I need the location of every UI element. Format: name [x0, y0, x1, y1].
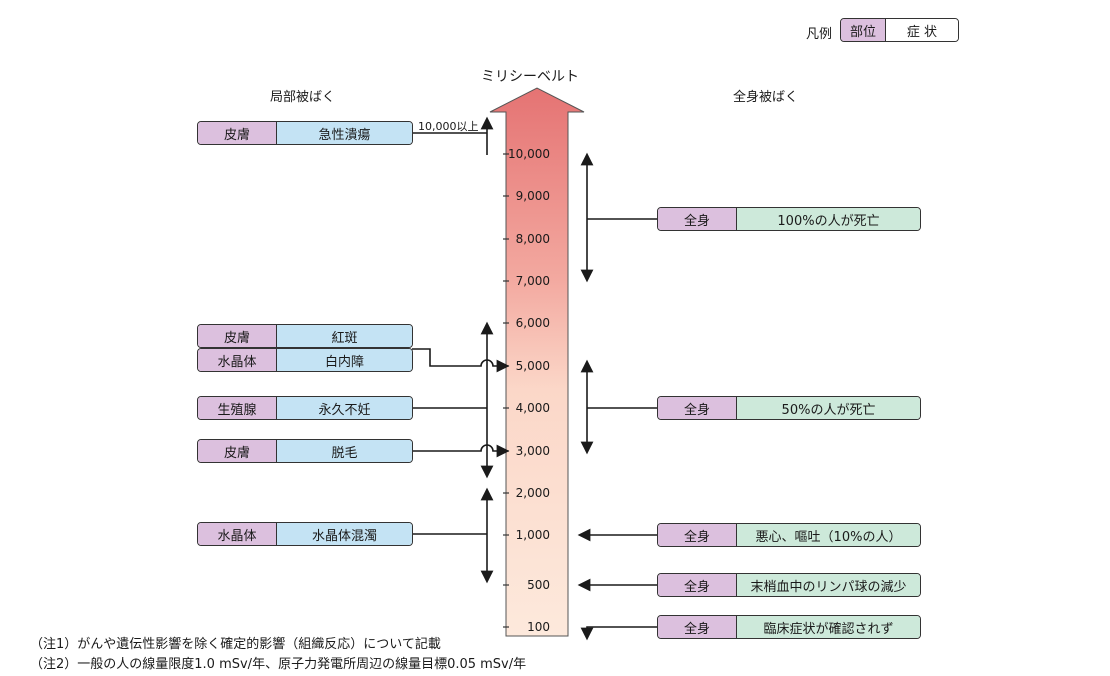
- symptom-label: 白内障: [277, 349, 412, 371]
- left-box-ulcer: 皮膚 急性潰瘍: [197, 121, 413, 145]
- symptom-label: 永久不妊: [277, 397, 412, 419]
- legend-part: 部位: [841, 19, 886, 41]
- right-header: 全身被ばく: [733, 90, 799, 105]
- part-label: 水晶体: [198, 349, 277, 371]
- connector-cataract: [412, 348, 510, 373]
- right-box-nausea: 全身 悪心、嘔吐（10%の人）: [657, 523, 921, 547]
- right-box-nosymptom: 全身 臨床症状が確認されず: [657, 615, 921, 639]
- tick-label: 4,000: [515, 401, 550, 415]
- tick-label: 500: [527, 578, 550, 592]
- part-label: 全身: [658, 524, 737, 546]
- symptom-label: 悪心、嘔吐（10%の人）: [737, 524, 920, 546]
- part-label: 皮膚: [198, 122, 277, 144]
- legend-symptom: 症 状: [886, 19, 958, 41]
- tick-label: 7,000: [515, 274, 550, 288]
- legend-box: 部位 症 状: [840, 18, 959, 42]
- symptom-label: 脱毛: [277, 440, 412, 462]
- left-box-sterility: 生殖腺 永久不妊: [197, 396, 413, 420]
- tick-label: 6,000: [515, 316, 550, 330]
- tick-label: 1,000: [515, 528, 550, 542]
- part-label: 全身: [658, 208, 737, 230]
- part-label: 水晶体: [198, 523, 277, 545]
- tick-label: 2,000: [515, 486, 550, 500]
- axis-title: ミリシーベルト: [481, 69, 579, 85]
- symptom-label: 末梢血中のリンパ球の減少: [737, 574, 920, 596]
- part-label: 皮膚: [198, 440, 277, 462]
- symptom-label: 100%の人が死亡: [737, 208, 920, 230]
- left-box-erythema: 皮膚 紅斑: [197, 324, 413, 348]
- part-label: 全身: [658, 574, 737, 596]
- scale-arrow: [489, 87, 585, 637]
- left-box-cataract: 水晶体 白内障: [197, 348, 413, 372]
- symptom-label: 臨床症状が確認されず: [737, 616, 920, 638]
- top-marker-label: 10,000以上: [418, 120, 479, 133]
- part-label: 全身: [658, 397, 737, 419]
- note-1: （注1）がんや遺伝性影響を除く確定的影響（組織反応）について記載: [30, 637, 441, 652]
- connector-hairloss: [412, 444, 510, 458]
- left-box-opacity: 水晶体 水晶体混濁: [197, 522, 413, 546]
- symptom-label: 紅斑: [277, 325, 412, 347]
- right-box-death50: 全身 50%の人が死亡: [657, 396, 921, 420]
- tick-label: 8,000: [515, 232, 550, 246]
- tick-label: 100: [527, 620, 550, 634]
- tick-label: 9,000: [515, 189, 550, 203]
- symptom-label: 50%の人が死亡: [737, 397, 920, 419]
- part-label: 皮膚: [198, 325, 277, 347]
- left-box-hairloss: 皮膚 脱毛: [197, 439, 413, 463]
- connector-nosymptom: [580, 626, 657, 641]
- part-label: 全身: [658, 616, 737, 638]
- symptom-label: 水晶体混濁: [277, 523, 412, 545]
- tick-label: 3,000: [515, 444, 550, 458]
- right-box-death100: 全身 100%の人が死亡: [657, 207, 921, 231]
- tick-label: 5,000: [515, 359, 550, 373]
- left-header: 局部被ばく: [270, 90, 336, 105]
- tick-label: 10,000: [508, 147, 550, 161]
- right-box-lymphocyte: 全身 末梢血中のリンパ球の減少: [657, 573, 921, 597]
- symptom-label: 急性潰瘍: [277, 122, 412, 144]
- note-2: （注2）一般の人の線量限度1.0 mSv/年、原子力発電所周辺の線量目標0.05…: [30, 657, 527, 672]
- legend-title: 凡例: [806, 27, 833, 42]
- part-label: 生殖腺: [198, 397, 277, 419]
